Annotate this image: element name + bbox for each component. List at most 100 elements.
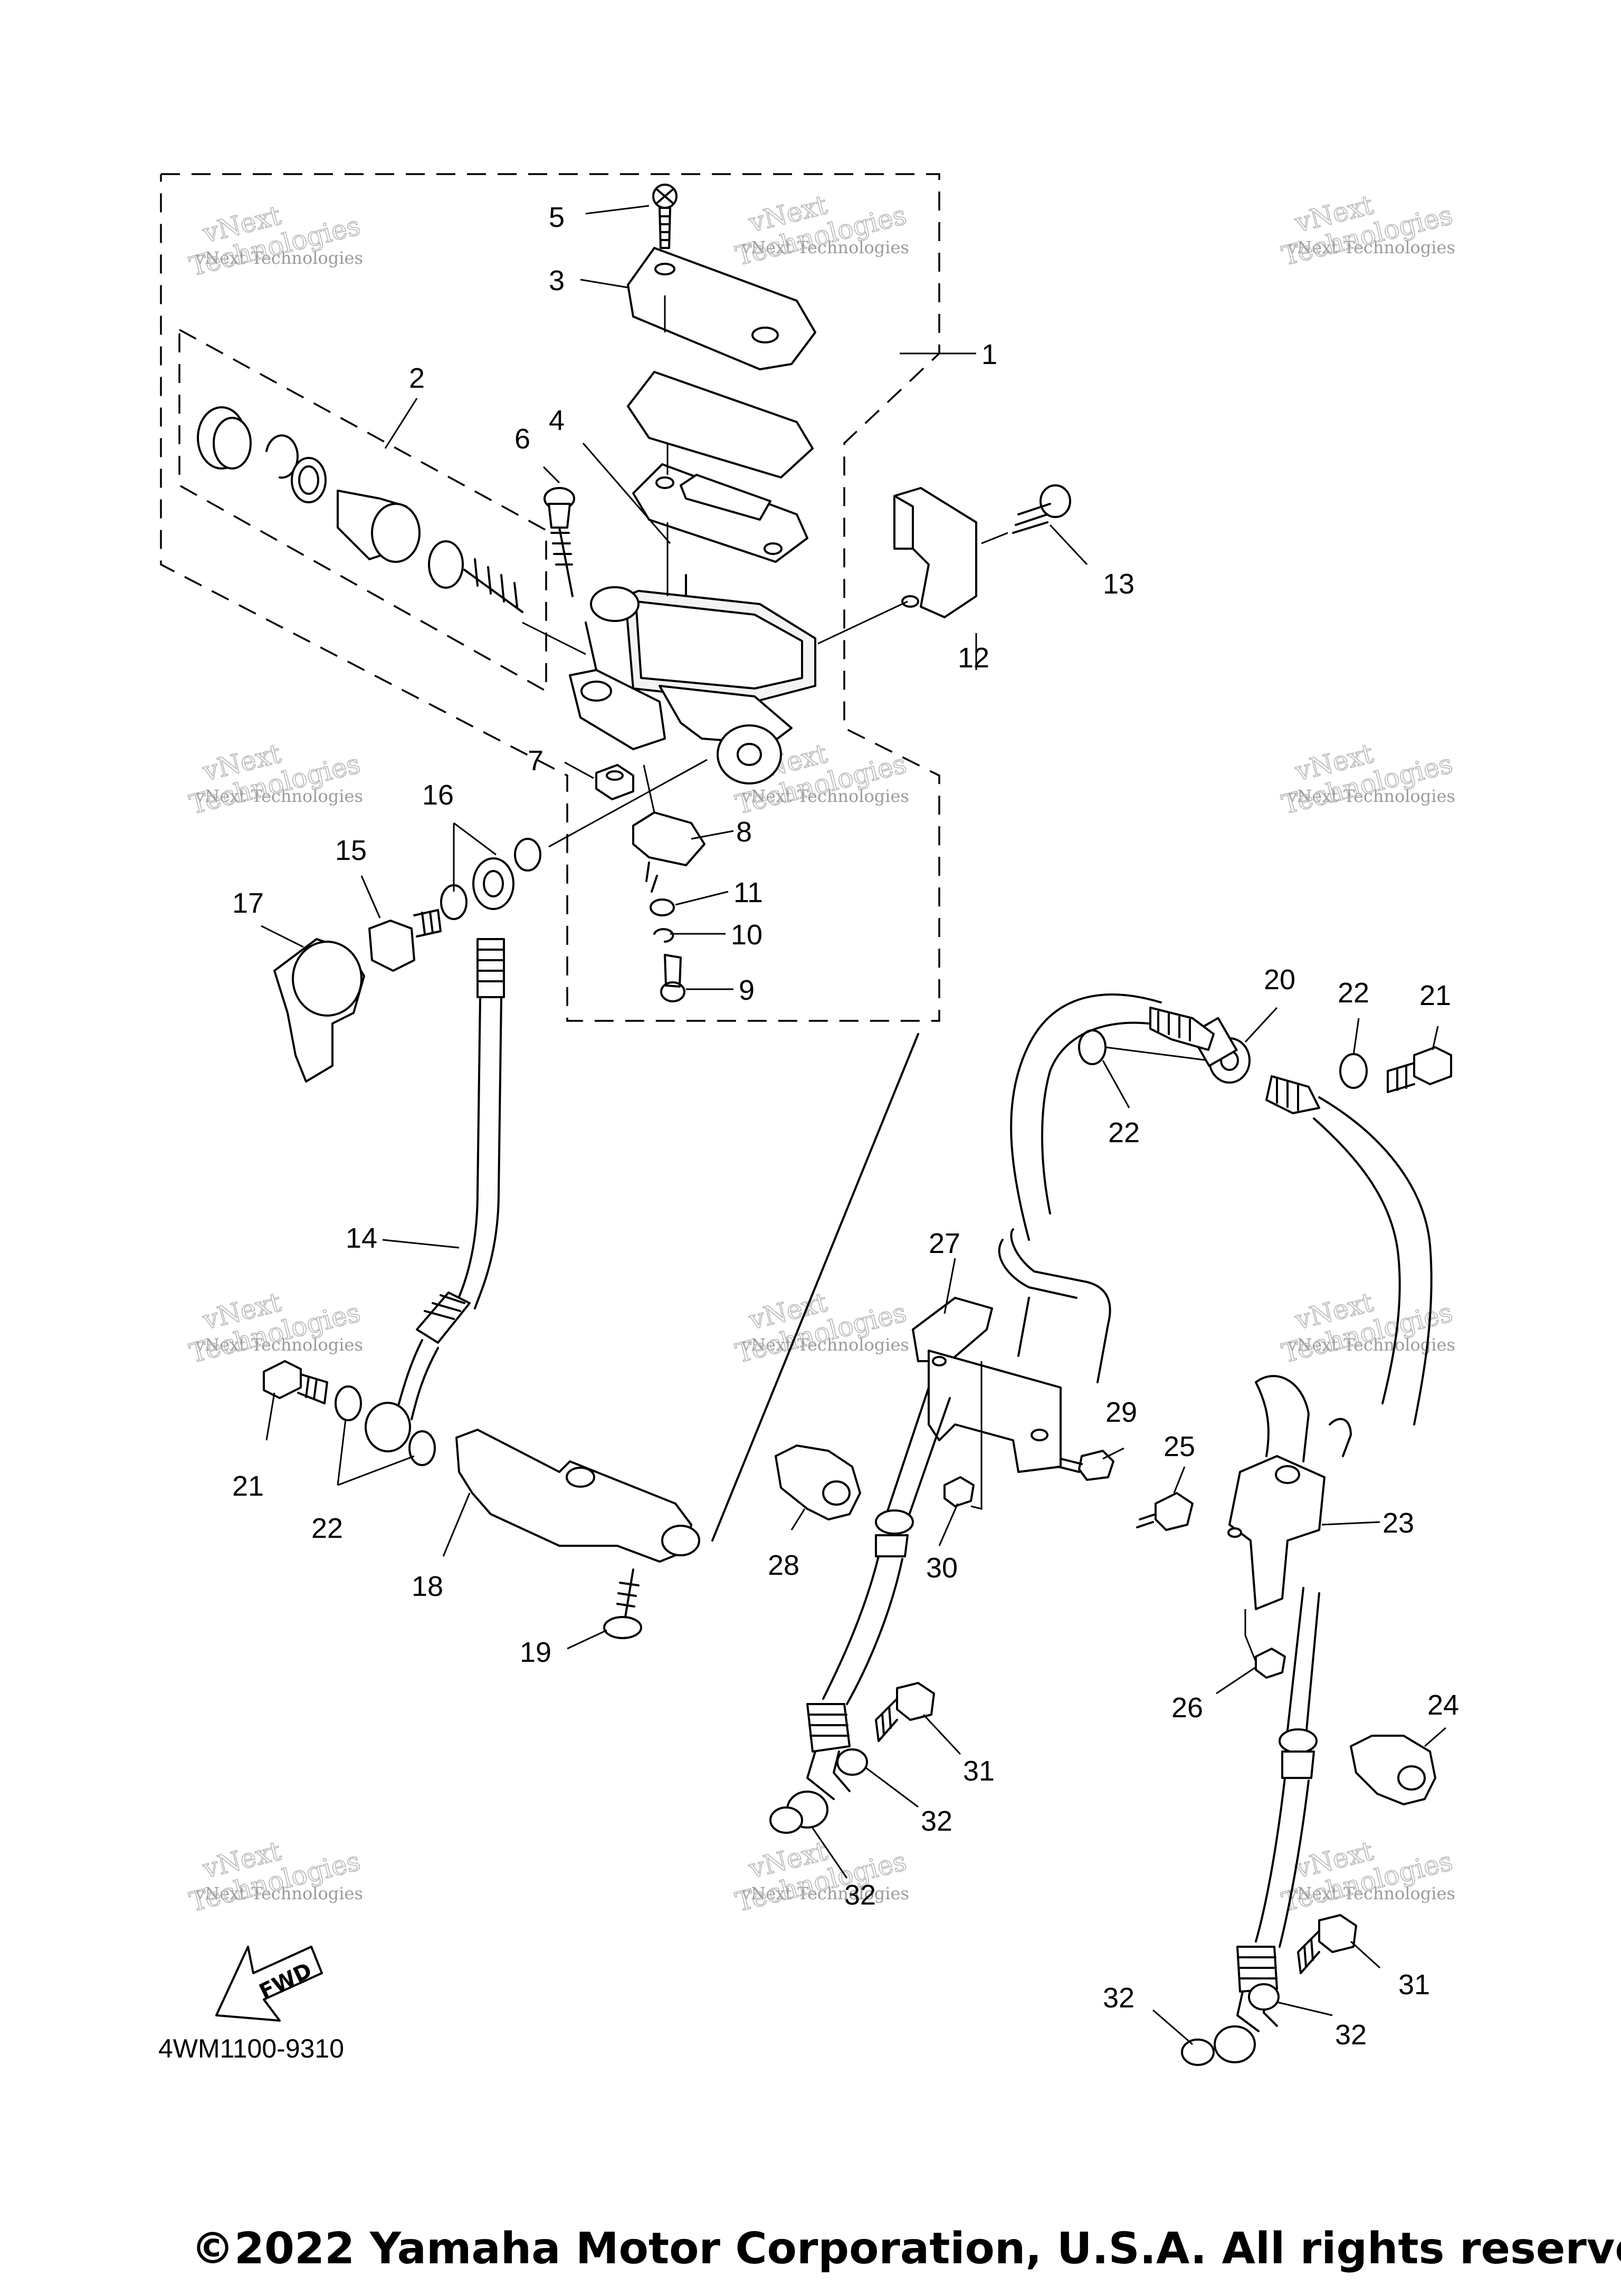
- callout-5: 5: [549, 202, 565, 233]
- callout-27: 27: [929, 1228, 960, 1259]
- brake-hose-guide-bracket-right: [1227, 1375, 1352, 1610]
- callout-10: 10: [731, 919, 762, 951]
- banjo-cover: [273, 938, 365, 1083]
- callout-14: 14: [346, 1222, 377, 1254]
- brake-hose-crossover: [711, 993, 1452, 1542]
- watermark: vNext Technologies vNextTechnologies: [1279, 189, 1456, 272]
- brake-hose-joint: [455, 1429, 700, 1563]
- bracket-bolt-right: [1136, 1492, 1194, 1531]
- copper-gasket: [408, 1430, 436, 1466]
- copper-gasket: [1339, 1053, 1368, 1089]
- callout-24: 24: [1427, 1689, 1459, 1721]
- callout-18: 18: [412, 1571, 443, 1602]
- banjo-union-bolt-left: [263, 1360, 328, 1404]
- callout-32d: 32: [1103, 1982, 1134, 2014]
- callout-19: 19: [520, 1637, 551, 1668]
- diaphragm-plate: [627, 371, 814, 479]
- switch-washer: [650, 898, 675, 916]
- joint-bolt: [603, 1568, 642, 1639]
- diaphragm: [632, 463, 808, 563]
- callout-21b: 21: [232, 1470, 264, 1502]
- watermark-text: vNext Technologies: [741, 1883, 909, 1903]
- master-cylinder-assembly-outline: [160, 173, 940, 1022]
- copper-gasket: [1181, 2039, 1215, 2066]
- copper-gasket: [1078, 1029, 1107, 1065]
- callout-13: 13: [1103, 568, 1134, 600]
- callout-8: 8: [736, 816, 752, 848]
- forward-direction-arrow: FWD: [215, 1946, 323, 2022]
- brake-hose-right-caliper: [1214, 1587, 1320, 2063]
- lever-pivot-bolt: [543, 487, 575, 597]
- brake-hose-guide-bracket-left: [912, 1228, 1111, 1473]
- diagram-code: 4WM1100-9310: [158, 2034, 344, 2063]
- callout-16: 16: [422, 779, 454, 811]
- reservoir-cap: [627, 247, 816, 370]
- switch-screw: [660, 954, 685, 1002]
- master-cylinder-body: [569, 574, 816, 785]
- watermark-text: vNext Technologies: [741, 237, 909, 257]
- copyright-notice: ©2022 Yamaha Motor Corporation, U.S.A. A…: [191, 2224, 1621, 2274]
- callout-21a: 21: [1419, 980, 1451, 1011]
- callout-6: 6: [514, 423, 530, 455]
- watermark: vNext Technologies vNextTechnologies: [186, 738, 364, 820]
- callout-3: 3: [549, 265, 565, 296]
- brake-light-switch: [632, 764, 705, 893]
- bracket-nut-left: [943, 1476, 975, 1507]
- watermark: vNext Technologies vNextTechnologies: [1279, 1835, 1456, 1918]
- callout-11: 11: [733, 877, 763, 908]
- switch-circlip: [653, 928, 674, 943]
- watermark-text: vNext Technologies: [1287, 786, 1455, 806]
- callout-labels: 1 2 3 4 5 6 7 8 9 10 11 12 13 14 15 16 1…: [232, 202, 1459, 2051]
- callout-20: 20: [1264, 964, 1295, 996]
- callout-28: 28: [768, 1549, 799, 1581]
- watermark: vNext Technologies vNextTechnologies: [186, 1835, 364, 1918]
- callout-26: 26: [1171, 1692, 1203, 1724]
- callout-9: 9: [739, 974, 755, 1006]
- callout-22c: 22: [311, 1513, 343, 1544]
- banjo-fitting-left: [365, 1402, 411, 1452]
- holder-bolt: [1012, 484, 1071, 534]
- watermark: vNext Technologies vNextTechnologies: [1279, 1286, 1456, 1369]
- union-bolt-right-caliper: [1297, 1914, 1357, 1974]
- piston-kit-outline: [178, 329, 547, 693]
- callout-1: 1: [981, 339, 997, 370]
- bracket-bolt-left: [1057, 1450, 1114, 1481]
- watermark: vNext Technologies vNextTechnologies: [732, 1835, 910, 1918]
- brake-hose-upper: [395, 938, 505, 1420]
- callout-32b: 32: [844, 1879, 876, 1911]
- callout-32c: 32: [1335, 2019, 1367, 2051]
- callout-2: 2: [409, 362, 425, 394]
- copper-gasket: [836, 1748, 868, 1776]
- handlebar-holder: [893, 487, 977, 618]
- copper-gasket: [514, 838, 541, 872]
- watermark: vNext Technologies vNextTechnologies: [1279, 738, 1456, 820]
- watermark-text: vNext Technologies: [1287, 1883, 1455, 1903]
- callout-15: 15: [335, 835, 367, 866]
- callout-leaders: [261, 205, 1446, 2045]
- callout-17: 17: [232, 887, 264, 919]
- callout-7: 7: [528, 745, 543, 777]
- callout-31a: 31: [963, 1755, 995, 1787]
- pivot-nut: [595, 764, 634, 800]
- callout-32a: 32: [921, 1805, 952, 1837]
- watermark: vNext Technologies vNextTechnologies: [186, 199, 364, 282]
- copper-gasket: [769, 1806, 803, 1834]
- banjo-union-bolt-upper: [368, 909, 442, 972]
- piston-kit: [197, 406, 586, 655]
- callout-30: 30: [926, 1552, 958, 1584]
- watermark-text: vNext Technologies: [195, 1335, 363, 1355]
- callout-23: 23: [1382, 1507, 1414, 1539]
- watermark-text: vNext Technologies: [195, 786, 363, 806]
- watermark-text: vNext Technologies: [195, 1883, 363, 1903]
- cap-screw: [652, 184, 678, 249]
- copper-gasket: [335, 1385, 362, 1421]
- callout-4: 4: [549, 405, 565, 436]
- hose-clamp-right: [1350, 1735, 1436, 1805]
- banjo-fitting-upper: [472, 857, 514, 910]
- watermark-text: vNext Technologies: [741, 786, 909, 806]
- watermark-text: vNext Technologies: [195, 248, 363, 268]
- callout-22a: 22: [1338, 977, 1369, 1009]
- union-bolt-left-caliper: [875, 1682, 935, 1742]
- bracket-nut-right: [1255, 1648, 1286, 1679]
